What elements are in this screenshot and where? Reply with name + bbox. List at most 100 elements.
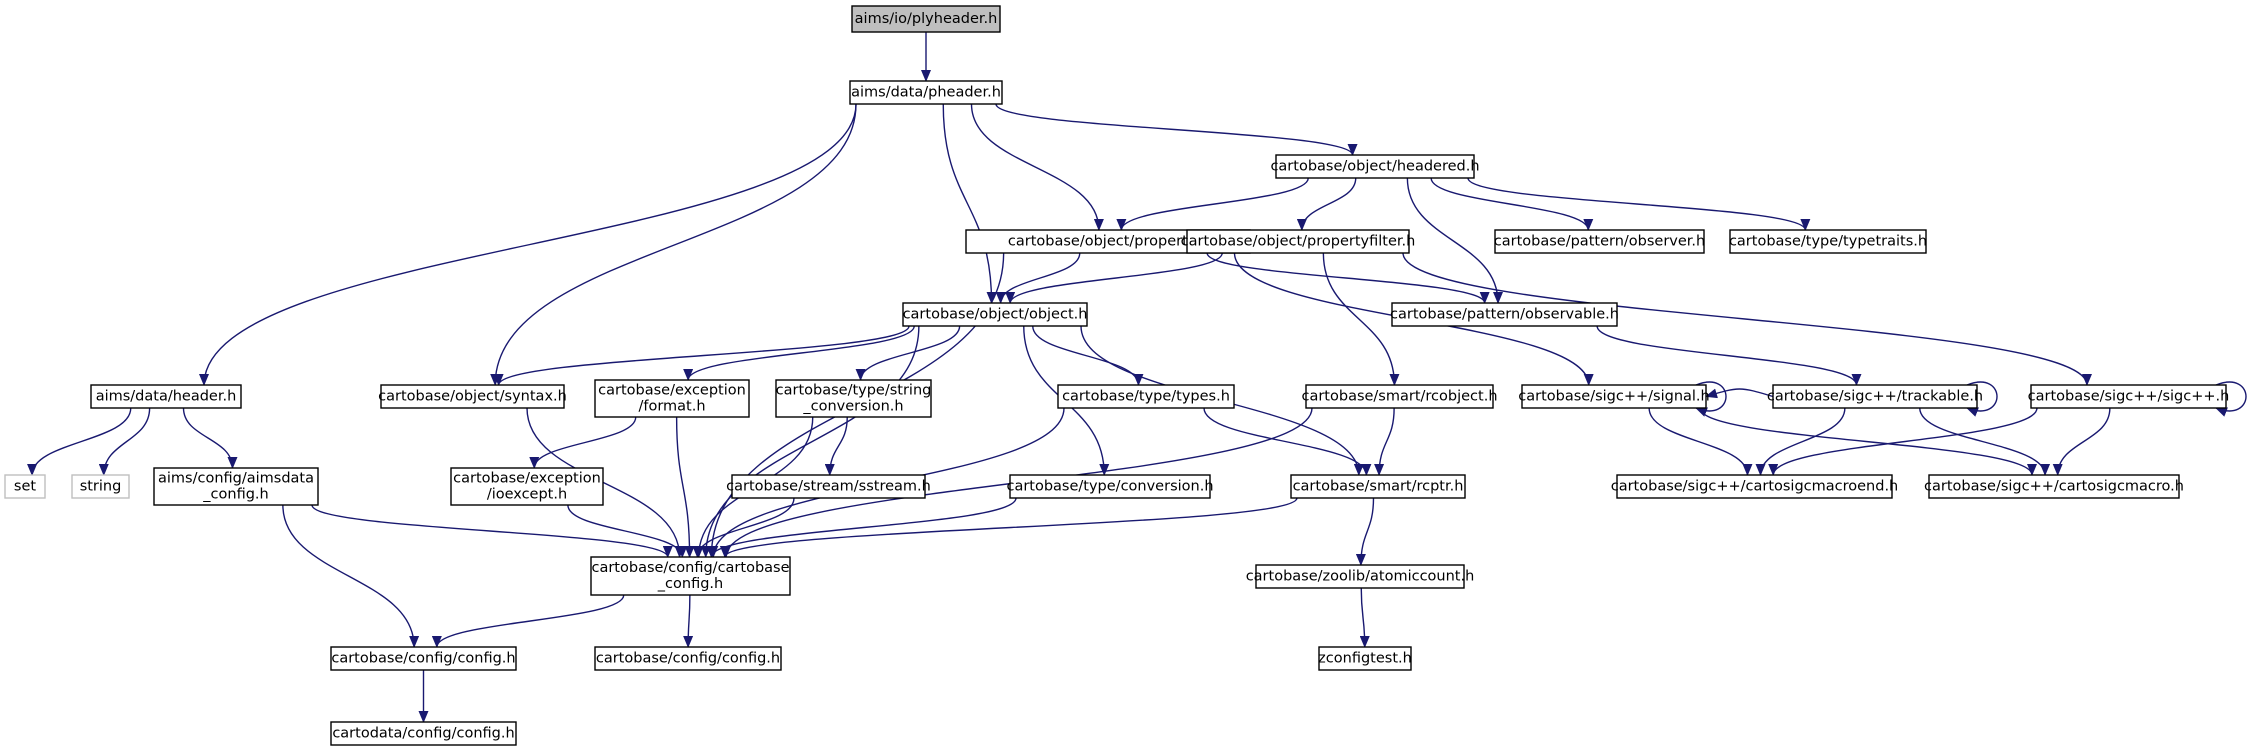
node-box bbox=[594, 646, 782, 671]
edge-conversion-to-cbconfig bbox=[706, 497, 1017, 558]
node-label: cartobase/object/headered.h bbox=[1270, 159, 1479, 175]
node-pheader[interactable]: aims/data/pheader.h bbox=[849, 80, 1003, 105]
node-ioexcept[interactable]: cartobase/exception/ioexcept.h bbox=[450, 467, 604, 506]
node-label: /ioexcept.h bbox=[487, 487, 567, 503]
node-box bbox=[1928, 474, 2180, 499]
edge-aimsheader-to-string bbox=[98, 407, 151, 476]
node-sigcpp[interactable]: cartobase/sigc++/sigc++.h bbox=[2028, 384, 2230, 409]
edge-propertyfilter-to-sigcpp bbox=[1402, 252, 2092, 386]
edge-signal-to-macro bbox=[1699, 407, 2037, 476]
node-config1[interactable]: cartobase/config/config.h bbox=[330, 646, 517, 671]
edge-cbconfig-to-config2 bbox=[683, 594, 694, 648]
node-stringconv[interactable]: cartobase/type/string_conversion.h bbox=[775, 379, 932, 418]
node-box bbox=[590, 556, 791, 596]
node-syntax[interactable]: cartobase/object/syntax.h bbox=[378, 384, 567, 409]
node-label: zconfigtest.h bbox=[1318, 651, 1412, 667]
edge-signal-to-macroend bbox=[1648, 407, 1753, 476]
node-box bbox=[2030, 384, 2227, 409]
node-string: string bbox=[71, 474, 130, 499]
edge-trackable-to-signal bbox=[1705, 388, 1774, 399]
edge-aimsdataconfig-to-cbconfig bbox=[311, 504, 673, 558]
node-label: cartobase/type/typetraits.h bbox=[1729, 234, 1927, 250]
node-config2[interactable]: cartobase/config/config.h bbox=[594, 646, 782, 671]
node-box bbox=[330, 646, 517, 671]
node-box bbox=[380, 384, 565, 409]
node-rcptr[interactable]: cartobase/smart/rcptr.h bbox=[1290, 474, 1466, 499]
node-label: _config.h bbox=[657, 576, 723, 592]
node-format[interactable]: cartobase/exception/format.h bbox=[594, 379, 750, 418]
node-plyheader[interactable]: aims/io/plyheader.h bbox=[851, 5, 1001, 33]
node-label: cartobase/smart/rcobject.h bbox=[1301, 389, 1497, 405]
node-label: aims/data/pheader.h bbox=[851, 85, 1001, 101]
node-box bbox=[1494, 229, 1705, 254]
node-box bbox=[1255, 564, 1465, 589]
node-aimsheader[interactable]: aims/data/header.h bbox=[90, 384, 242, 409]
node-typetraits[interactable]: cartobase/type/typetraits.h bbox=[1729, 229, 1927, 254]
node-headered[interactable]: cartobase/object/headered.h bbox=[1270, 154, 1480, 179]
node-box bbox=[1057, 384, 1235, 409]
edge-headered-to-observer bbox=[1430, 177, 1594, 231]
node-box bbox=[1391, 302, 1618, 327]
edge-aimsheader-to-set bbox=[27, 407, 132, 476]
node-box bbox=[1009, 474, 1211, 499]
edge-trackable-to-macroend bbox=[1755, 407, 1846, 476]
edge-sigcpp-to-macro bbox=[2052, 407, 2111, 476]
edge-headered-to-observable bbox=[1406, 177, 1504, 304]
edge-property-to-object bbox=[995, 252, 1081, 304]
node-cbconfig[interactable]: cartobase/config/cartobase_config.h bbox=[590, 556, 791, 596]
edge-format-to-cbconfig bbox=[675, 416, 695, 558]
node-trackable[interactable]: cartobase/sigc++/trackable.h bbox=[1767, 384, 1983, 409]
node-label: _conversion.h bbox=[802, 399, 903, 415]
edge-object-to-stringconv bbox=[855, 325, 961, 381]
node-set: set bbox=[4, 474, 46, 499]
edge-object-to-syntax bbox=[493, 325, 910, 386]
node-label: aims/config/aimsdata bbox=[158, 471, 314, 487]
node-box bbox=[1290, 474, 1466, 499]
edge-signal-to-signal bbox=[1695, 381, 1727, 417]
node-propertyfilter[interactable]: cartobase/object/propertyfilter.h bbox=[1181, 229, 1416, 254]
node-types[interactable]: cartobase/type/types.h bbox=[1057, 384, 1235, 409]
node-box bbox=[450, 467, 604, 506]
node-conversion[interactable]: cartobase/type/conversion.h bbox=[1006, 474, 1214, 499]
node-label: cartobase/type/types.h bbox=[1062, 389, 1230, 405]
node-label: cartobase/object/property.h bbox=[1008, 234, 1208, 250]
edge-propertyfilter-to-rcobject bbox=[1322, 252, 1400, 386]
node-label: cartobase/sigc++/cartosigcmacro.h bbox=[1924, 479, 2184, 495]
node-zconfigtest[interactable]: zconfigtest.h bbox=[1318, 646, 1412, 671]
node-macroend[interactable]: cartobase/sigc++/cartosigcmacroend.h bbox=[1611, 474, 1899, 499]
node-observer[interactable]: cartobase/pattern/observer.h bbox=[1494, 229, 1705, 254]
node-property[interactable]: cartobase/object/property.h bbox=[965, 229, 1251, 254]
node-signal[interactable]: cartobase/sigc++/signal.h bbox=[1518, 384, 1710, 409]
node-macro[interactable]: cartobase/sigc++/cartosigcmacro.h bbox=[1924, 474, 2184, 499]
node-observable[interactable]: cartobase/pattern/observable.h bbox=[1390, 302, 1619, 327]
node-label: cartobase/config/config.h bbox=[596, 651, 780, 667]
node-label: string bbox=[80, 479, 122, 495]
node-box bbox=[594, 379, 750, 418]
node-box bbox=[1521, 384, 1707, 409]
edge-pheader-to-property bbox=[970, 103, 1104, 231]
node-box bbox=[1305, 384, 1494, 409]
edge-trackable-to-trackable bbox=[1966, 381, 1998, 417]
node-rcobject[interactable]: cartobase/smart/rcobject.h bbox=[1301, 384, 1498, 409]
node-aimsdataconfig[interactable]: aims/config/aimsdata_config.h bbox=[153, 467, 319, 506]
node-label: cartobase/sigc++/sigc++.h bbox=[2028, 389, 2230, 405]
node-box bbox=[775, 379, 932, 418]
node-box bbox=[1275, 154, 1475, 179]
edge-headered-to-typetraits bbox=[1467, 177, 1811, 231]
node-atomiccount[interactable]: cartobase/zoolib/atomiccount.h bbox=[1246, 564, 1475, 589]
node-label: cartobase/zoolib/atomiccount.h bbox=[1246, 569, 1475, 585]
edge-propertyfilter-to-object bbox=[1005, 252, 1223, 304]
edge-headered-to-property bbox=[1116, 177, 1309, 231]
node-label: cartobase/type/string bbox=[776, 383, 932, 399]
node-label: cartobase/sigc++/trackable.h bbox=[1767, 389, 1983, 405]
node-label: cartobase/type/conversion.h bbox=[1006, 479, 1213, 495]
node-label: cartobase/pattern/observable.h bbox=[1390, 307, 1619, 323]
node-cdconfig[interactable]: cartodata/config/config.h bbox=[330, 721, 517, 746]
node-box bbox=[71, 474, 130, 499]
edge-rcptr-to-atomiccount bbox=[1355, 497, 1375, 566]
node-object[interactable]: cartobase/object/object.h bbox=[902, 302, 1088, 327]
node-label: cartobase/object/propertyfilter.h bbox=[1181, 234, 1416, 250]
node-sstream[interactable]: cartobase/stream/sstream.h bbox=[726, 474, 931, 499]
edge-ioexcept-to-cbconfig bbox=[567, 504, 688, 558]
